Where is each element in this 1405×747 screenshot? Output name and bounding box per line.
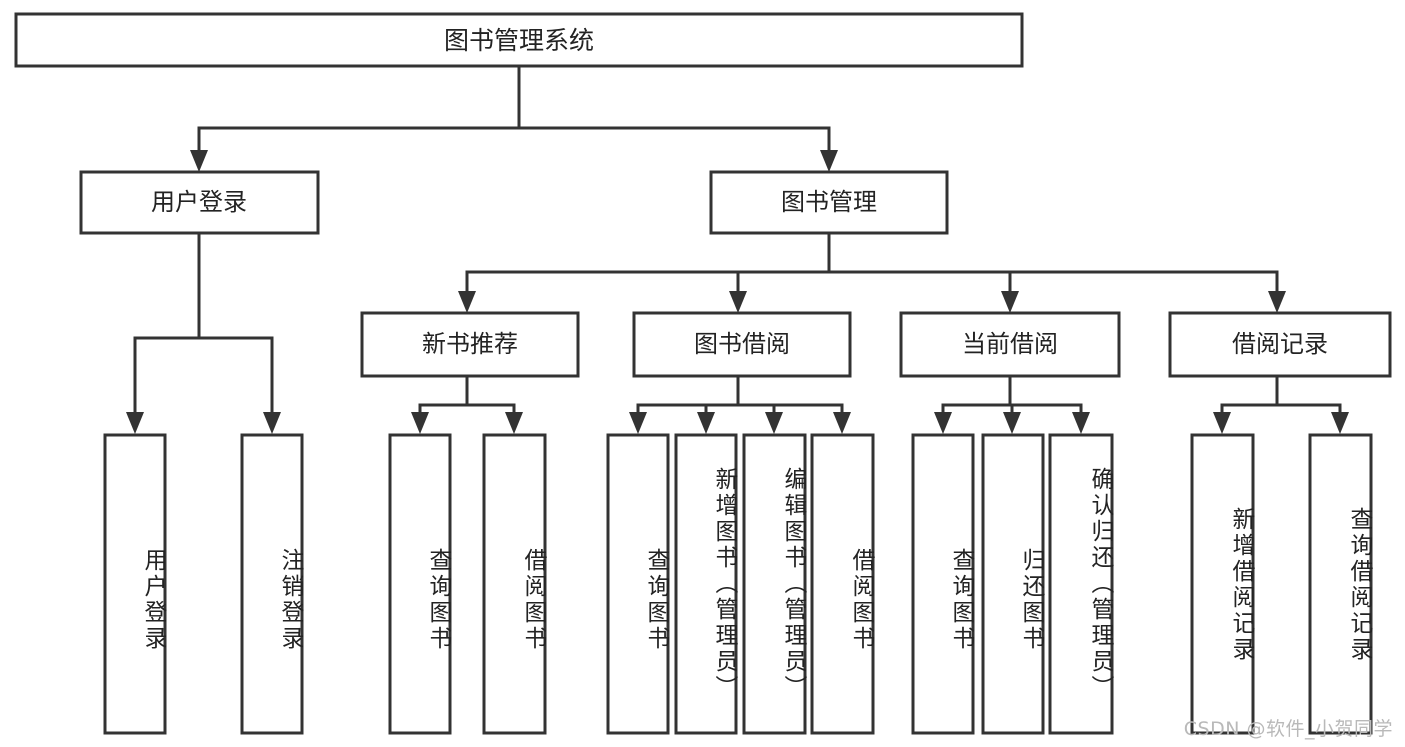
arrow-to-borrow-record xyxy=(1268,291,1286,313)
leaf-user-login-rect[interactable] xyxy=(103,433,167,735)
node-new-book-recommend-rect[interactable] xyxy=(360,311,580,378)
node-book-borrow[interactable]: 图书借阅 xyxy=(632,311,852,378)
node-book-management-rect[interactable] xyxy=(709,170,949,235)
arrow-to-leaf-borrow-book-2 xyxy=(833,412,851,434)
leaf-add-record-rect[interactable] xyxy=(1190,433,1255,735)
arrow-to-leaf-user-login xyxy=(126,412,144,434)
leaf-query-record-rect[interactable] xyxy=(1308,433,1373,735)
node-borrow-record-label: 借阅记录 xyxy=(1232,330,1328,358)
node-user-login-label: 用户登录 xyxy=(151,188,247,216)
arrow-to-book-borrow xyxy=(729,291,747,313)
leaf-query-book-2-rect[interactable] xyxy=(606,433,670,735)
leaf-borrow-book-1-rect[interactable] xyxy=(482,433,547,735)
node-root-label: 图书管理系统 xyxy=(444,26,594,55)
arrow-to-user-login xyxy=(190,150,208,172)
arrow-to-leaf-user-logout xyxy=(263,412,281,434)
node-book-management[interactable]: 图书管理 xyxy=(709,170,949,235)
node-root-rect[interactable] xyxy=(14,12,1024,68)
arrow-to-leaf-confirm-return xyxy=(1072,412,1090,434)
arrow-to-leaf-query-book-1 xyxy=(411,412,429,434)
arrow-to-leaf-add-record xyxy=(1213,412,1231,434)
node-borrow-record-rect[interactable] xyxy=(1168,311,1392,378)
watermark-text: CSDN @软件_小贺同学 xyxy=(1183,718,1393,740)
node-book-borrow-label: 图书借阅 xyxy=(694,330,790,358)
node-current-borrow-rect[interactable] xyxy=(899,311,1121,378)
arrow-to-current-borrow xyxy=(1001,291,1019,313)
arrow-to-leaf-add-book xyxy=(697,412,715,434)
leaf-edit-book-rect[interactable] xyxy=(742,433,807,735)
arrow-to-leaf-borrow-book-1 xyxy=(505,412,523,434)
node-root[interactable]: 图书管理系统 xyxy=(14,12,1024,68)
arrow-to-book-management xyxy=(820,150,838,172)
node-user-login-rect[interactable] xyxy=(79,170,320,235)
connector-layer xyxy=(126,64,1349,434)
node-current-borrow[interactable]: 当前借阅 xyxy=(899,311,1121,378)
leaf-borrow-book-2-rect[interactable] xyxy=(810,433,875,735)
arrow-to-new-book-recommend xyxy=(458,291,476,313)
leaf-add-book-rect[interactable] xyxy=(674,433,738,735)
node-book-management-label: 图书管理 xyxy=(781,188,877,216)
leaf-query-book-3-rect[interactable] xyxy=(911,433,975,735)
leaf-confirm-return-rect[interactable] xyxy=(1048,433,1114,735)
arrow-to-leaf-edit-book xyxy=(765,412,783,434)
node-user-login[interactable]: 用户登录 xyxy=(79,170,320,235)
node-new-book-recommend-label: 新书推荐 xyxy=(422,330,518,358)
arrow-to-leaf-query-book-2 xyxy=(629,412,647,434)
leaf-return-book-rect[interactable] xyxy=(981,433,1045,735)
arrow-to-leaf-query-record xyxy=(1331,412,1349,434)
arrow-to-leaf-query-book-3 xyxy=(934,412,952,434)
node-borrow-record[interactable]: 借阅记录 xyxy=(1168,311,1392,378)
node-new-book-recommend[interactable]: 新书推荐 xyxy=(360,311,580,378)
node-current-borrow-label: 当前借阅 xyxy=(962,330,1058,358)
leaf-query-book-1-rect[interactable] xyxy=(388,433,452,735)
node-book-borrow-rect[interactable] xyxy=(632,311,852,378)
arrow-to-leaf-return-book xyxy=(1003,412,1021,434)
leaf-user-logout-rect[interactable] xyxy=(240,433,304,735)
